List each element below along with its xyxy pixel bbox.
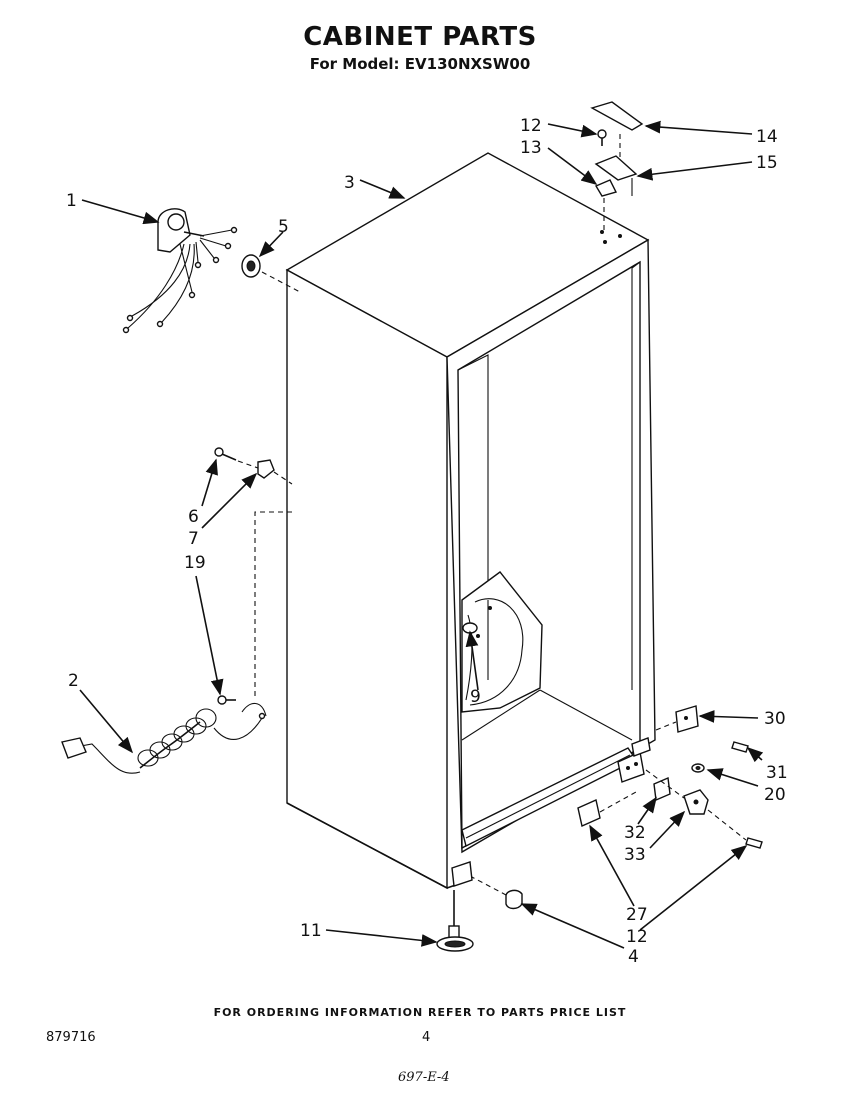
callout-30: 30 — [764, 709, 786, 729]
callout-9: 9 — [470, 687, 481, 707]
callout-13: 13 — [520, 138, 542, 158]
callout-3: 3 — [344, 173, 355, 193]
handwritten-note: 697-E-4 — [398, 1070, 450, 1085]
callout-6: 6 — [188, 507, 199, 527]
callout-27: 27 — [626, 905, 648, 925]
cabinet-body — [285, 152, 656, 890]
callout-20: 20 — [764, 785, 786, 805]
page-number: 4 — [422, 1030, 431, 1045]
bushing — [241, 254, 301, 293]
callout-5: 5 — [278, 217, 289, 237]
callout-31: 31 — [766, 763, 788, 783]
leader-lines — [79, 120, 764, 949]
callout-11: 11 — [300, 921, 322, 941]
bottom-hinge-hardware — [469, 705, 763, 897]
document-number: 879716 — [46, 1030, 96, 1045]
callout-15: 15 — [756, 153, 778, 173]
screw-and-clip — [214, 447, 293, 485]
callout-32: 32 — [624, 823, 646, 843]
wiring-harness-grommet — [122, 208, 238, 334]
top-hinge-assembly — [590, 101, 644, 232]
page-title: CABINET PARTS — [303, 22, 537, 52]
power-cord — [61, 708, 263, 774]
leveling-leg-and-plug — [436, 861, 523, 952]
ordering-info-note: FOR ORDERING INFORMATION REFER TO PARTS … — [213, 1006, 627, 1019]
model-subtitle: For Model: EV130NXSW00 — [309, 55, 531, 73]
callout-33: 33 — [624, 845, 646, 865]
callout-12-top: 12 — [520, 116, 542, 136]
callout-2: 2 — [68, 671, 79, 691]
callout-labels: 1 5 3 12 13 14 15 6 7 19 2 9 30 31 20 32… — [66, 116, 788, 967]
callout-19: 19 — [184, 553, 206, 573]
callout-14: 14 — [756, 127, 778, 147]
callout-7: 7 — [188, 529, 199, 549]
callout-1: 1 — [66, 191, 77, 211]
cord-clamp — [217, 695, 267, 720]
callout-4: 4 — [628, 947, 639, 967]
callout-12-bottom: 12 — [626, 927, 648, 947]
